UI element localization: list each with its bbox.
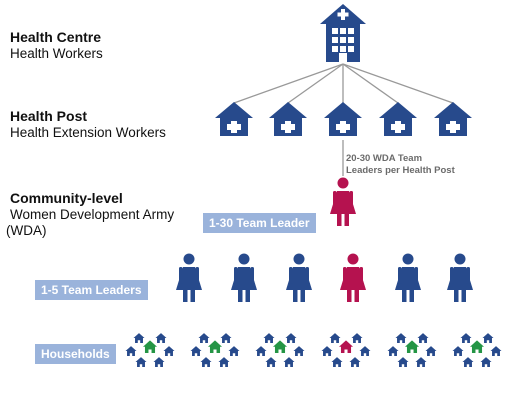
team-leaders-1-5-tag: 1-5 Team Leaders	[35, 280, 148, 300]
health-post-subtitle: Health Extension Workers	[10, 125, 166, 140]
house-icon	[190, 346, 202, 356]
household-cluster	[452, 333, 502, 367]
house-icon	[387, 346, 399, 356]
household-cluster	[387, 333, 437, 367]
house-icon	[265, 357, 277, 367]
house-icon	[339, 340, 353, 353]
household-cluster	[321, 333, 371, 367]
health-post-icon	[269, 102, 307, 136]
house-icon	[351, 333, 363, 343]
house-icon	[405, 340, 419, 353]
house-icon	[143, 340, 157, 353]
house-icon	[283, 357, 295, 367]
community-level-title: Community-level	[10, 190, 123, 206]
house-icon	[273, 340, 287, 353]
house-icon	[480, 357, 492, 367]
house-icon	[208, 340, 222, 353]
household-cluster	[190, 333, 240, 367]
wda-per-post-note: 20-30 WDA Team Leaders per Health Post	[346, 153, 455, 177]
community-level-subtitle-wda: (WDA)	[6, 223, 47, 238]
wda-note-line-1: 20-30 WDA Team	[346, 153, 423, 164]
community-level-subtitle: Women Development Army	[10, 207, 175, 222]
household-cluster	[125, 333, 175, 367]
team-leader-woman-icon	[395, 253, 421, 302]
house-icon	[415, 357, 427, 367]
house-icon	[200, 357, 212, 367]
house-icon	[425, 346, 437, 356]
team-leader-woman-icon	[176, 253, 202, 302]
house-icon	[417, 333, 429, 343]
health-centre-title: Health Centre	[10, 29, 102, 45]
house-icon	[135, 357, 147, 367]
house-icon	[470, 340, 484, 353]
house-icon	[263, 333, 275, 343]
health-post-icon	[434, 102, 472, 136]
connector-line	[233, 63, 344, 104]
house-icon	[125, 346, 137, 356]
house-icon	[220, 333, 232, 343]
health-post-icon	[215, 102, 253, 136]
health-post-icon	[324, 102, 362, 136]
house-icon	[153, 357, 165, 367]
team-leader-woman-icon	[447, 253, 473, 302]
house-icon	[255, 346, 267, 356]
house-icon	[155, 333, 167, 343]
house-icon	[462, 357, 474, 367]
household-cluster	[255, 333, 305, 367]
house-icon	[452, 346, 464, 356]
house-icon	[218, 357, 230, 367]
team-leader-tag: 1-30 Team Leader	[203, 213, 316, 233]
house-icon	[490, 346, 502, 356]
house-icon	[395, 333, 407, 343]
households-tag: Households	[35, 344, 116, 364]
house-icon	[329, 333, 341, 343]
house-icon	[397, 357, 409, 367]
house-icon	[198, 333, 210, 343]
health-centre-icon	[320, 4, 366, 62]
house-icon	[163, 346, 175, 356]
team-leader-woman-icon	[286, 253, 312, 302]
health-post-title: Health Post	[10, 108, 88, 124]
house-icon	[228, 346, 240, 356]
house-icon	[321, 346, 333, 356]
health-centre-subtitle: Health Workers	[10, 46, 103, 61]
house-icon	[460, 333, 472, 343]
connector-line	[342, 63, 454, 104]
house-icon	[331, 357, 343, 367]
house-icon	[285, 333, 297, 343]
connector-line	[342, 63, 399, 104]
house-icon	[133, 333, 145, 343]
team-leader-woman-icon	[340, 253, 366, 302]
wda-team-leader-woman-icon	[330, 177, 356, 226]
house-icon	[482, 333, 494, 343]
house-icon	[359, 346, 371, 356]
team-leader-woman-icon	[231, 253, 257, 302]
health-post-icon	[379, 102, 417, 136]
connector-line	[287, 63, 344, 104]
house-icon	[349, 357, 361, 367]
wda-note-line-2: Leaders per Health Post	[346, 165, 455, 176]
house-icon	[293, 346, 305, 356]
